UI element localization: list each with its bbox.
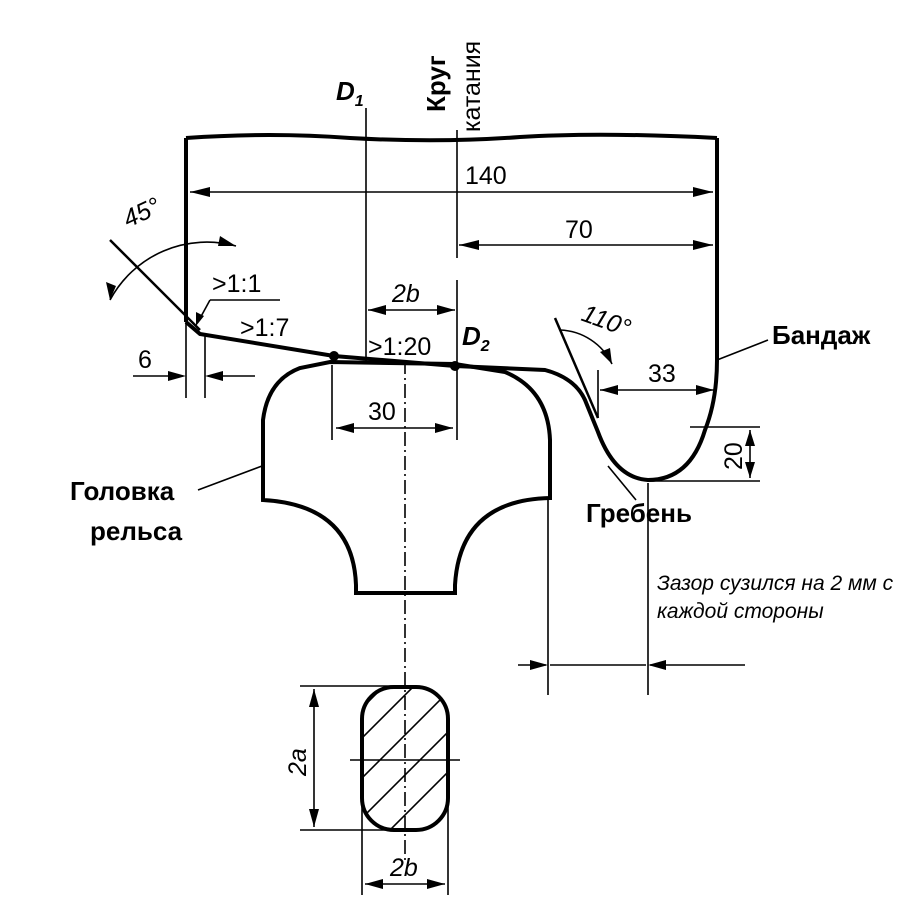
slope-1-20-label: >1:20 xyxy=(368,333,431,361)
dimension-33-label: 33 xyxy=(648,360,676,388)
label-bandazh: Бандаж xyxy=(772,320,871,350)
dimension-70-label: 70 xyxy=(565,216,593,244)
label-krug: Круг xyxy=(421,55,451,112)
slope-1-1-label: >1:1 xyxy=(212,270,261,298)
label-kataniya: катания xyxy=(458,41,486,132)
dimension-2b-bottom: 2b xyxy=(361,800,449,895)
dimension-33: 33 xyxy=(597,360,714,418)
dimension-140: 140 xyxy=(190,162,713,197)
gap-note: Зазор сузился на 2 мм с каждой стороны xyxy=(657,572,894,623)
dimension-30-label: 30 xyxy=(368,398,396,426)
label-d2: D2 xyxy=(462,321,490,355)
dimension-2a: 2a xyxy=(284,685,395,831)
wheel-tyre-outline xyxy=(184,132,719,483)
dimension-2b-top: 2b xyxy=(368,280,455,315)
leader-bandazh xyxy=(716,339,769,361)
dimension-6: 6 xyxy=(133,322,255,398)
dimension-20-label: 20 xyxy=(720,442,748,470)
dimension-30: 30 xyxy=(331,365,453,440)
slope-1-7-label: >1:7 xyxy=(240,314,289,342)
label-greben: Гребень xyxy=(586,498,692,528)
dimension-2a-label: 2a xyxy=(284,748,312,777)
contact-point-d2 xyxy=(450,361,460,371)
dimension-2b-bottom-label: 2b xyxy=(389,854,418,882)
label-golovka: Головка xyxy=(70,476,175,506)
label-d1: D1 xyxy=(336,76,364,110)
contact-point-d1 xyxy=(329,351,339,361)
angle-45: 45° xyxy=(106,192,237,331)
angle-45-label: 45° xyxy=(119,192,165,233)
center-lines xyxy=(365,108,458,860)
dimension-140-label: 140 xyxy=(465,162,507,190)
angle-110-label: 110° xyxy=(578,299,634,342)
dimension-gap xyxy=(518,483,745,695)
label-relsa: рельса xyxy=(90,516,183,546)
rail-head-profile xyxy=(261,359,552,595)
dimension-70: 70 xyxy=(459,216,713,250)
slope-1-1: >1:1 xyxy=(196,270,280,326)
dimension-2b-top-label: 2b xyxy=(391,280,420,308)
leader-golovka xyxy=(197,465,263,491)
dimension-20: 20 xyxy=(650,426,760,482)
leader-greben xyxy=(607,465,637,501)
dimension-6-label: 6 xyxy=(138,346,152,374)
